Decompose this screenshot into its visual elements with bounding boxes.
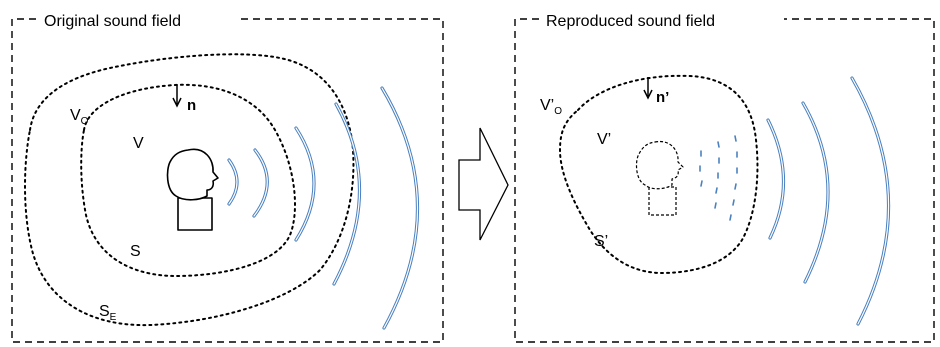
sound-wave bbox=[294, 126, 316, 242]
sound-wave bbox=[801, 101, 830, 284]
inner-boundary-s bbox=[80, 83, 296, 278]
sound-wave bbox=[252, 148, 269, 218]
region-boundary-s-prime bbox=[558, 74, 759, 275]
outer-boundary-se bbox=[24, 53, 355, 327]
original-title: Original sound field bbox=[44, 13, 181, 30]
label-v-prime: V’ bbox=[597, 131, 611, 148]
reproduced-panel-frame bbox=[514, 18, 935, 343]
sound-wave bbox=[766, 118, 786, 240]
normal-label-n: n bbox=[187, 97, 196, 114]
label-vo-prime: V’O bbox=[540, 97, 562, 117]
reproduced-sound-waves bbox=[766, 76, 891, 326]
label-s-prime: S’ bbox=[594, 233, 608, 250]
label-se: SE bbox=[99, 303, 117, 323]
virtual-source-dashes bbox=[699, 135, 738, 221]
label-s: S bbox=[130, 243, 141, 260]
sound-wave bbox=[380, 86, 420, 330]
head-speaking-icon bbox=[166, 148, 219, 231]
reproduced-panel: Reproduced sound field n’ V’O V’ S’ bbox=[514, 13, 935, 343]
label-vo: VO bbox=[70, 107, 89, 127]
original-panel-frame bbox=[11, 18, 444, 343]
original-sound-waves bbox=[227, 86, 420, 330]
sound-wave bbox=[332, 102, 362, 286]
sound-wave bbox=[850, 76, 891, 326]
right-arrow-icon bbox=[458, 127, 509, 241]
original-panel: Original sound field n VO V S SE bbox=[11, 13, 444, 343]
normal-label-n-prime: n’ bbox=[656, 89, 669, 106]
label-v: V bbox=[133, 135, 144, 152]
reproduced-title: Reproduced sound field bbox=[546, 13, 715, 30]
normal-arrow-n-prime bbox=[643, 77, 653, 100]
sound-wave bbox=[227, 158, 239, 206]
normal-arrow-n bbox=[172, 85, 182, 108]
virtual-head-icon bbox=[635, 140, 684, 216]
